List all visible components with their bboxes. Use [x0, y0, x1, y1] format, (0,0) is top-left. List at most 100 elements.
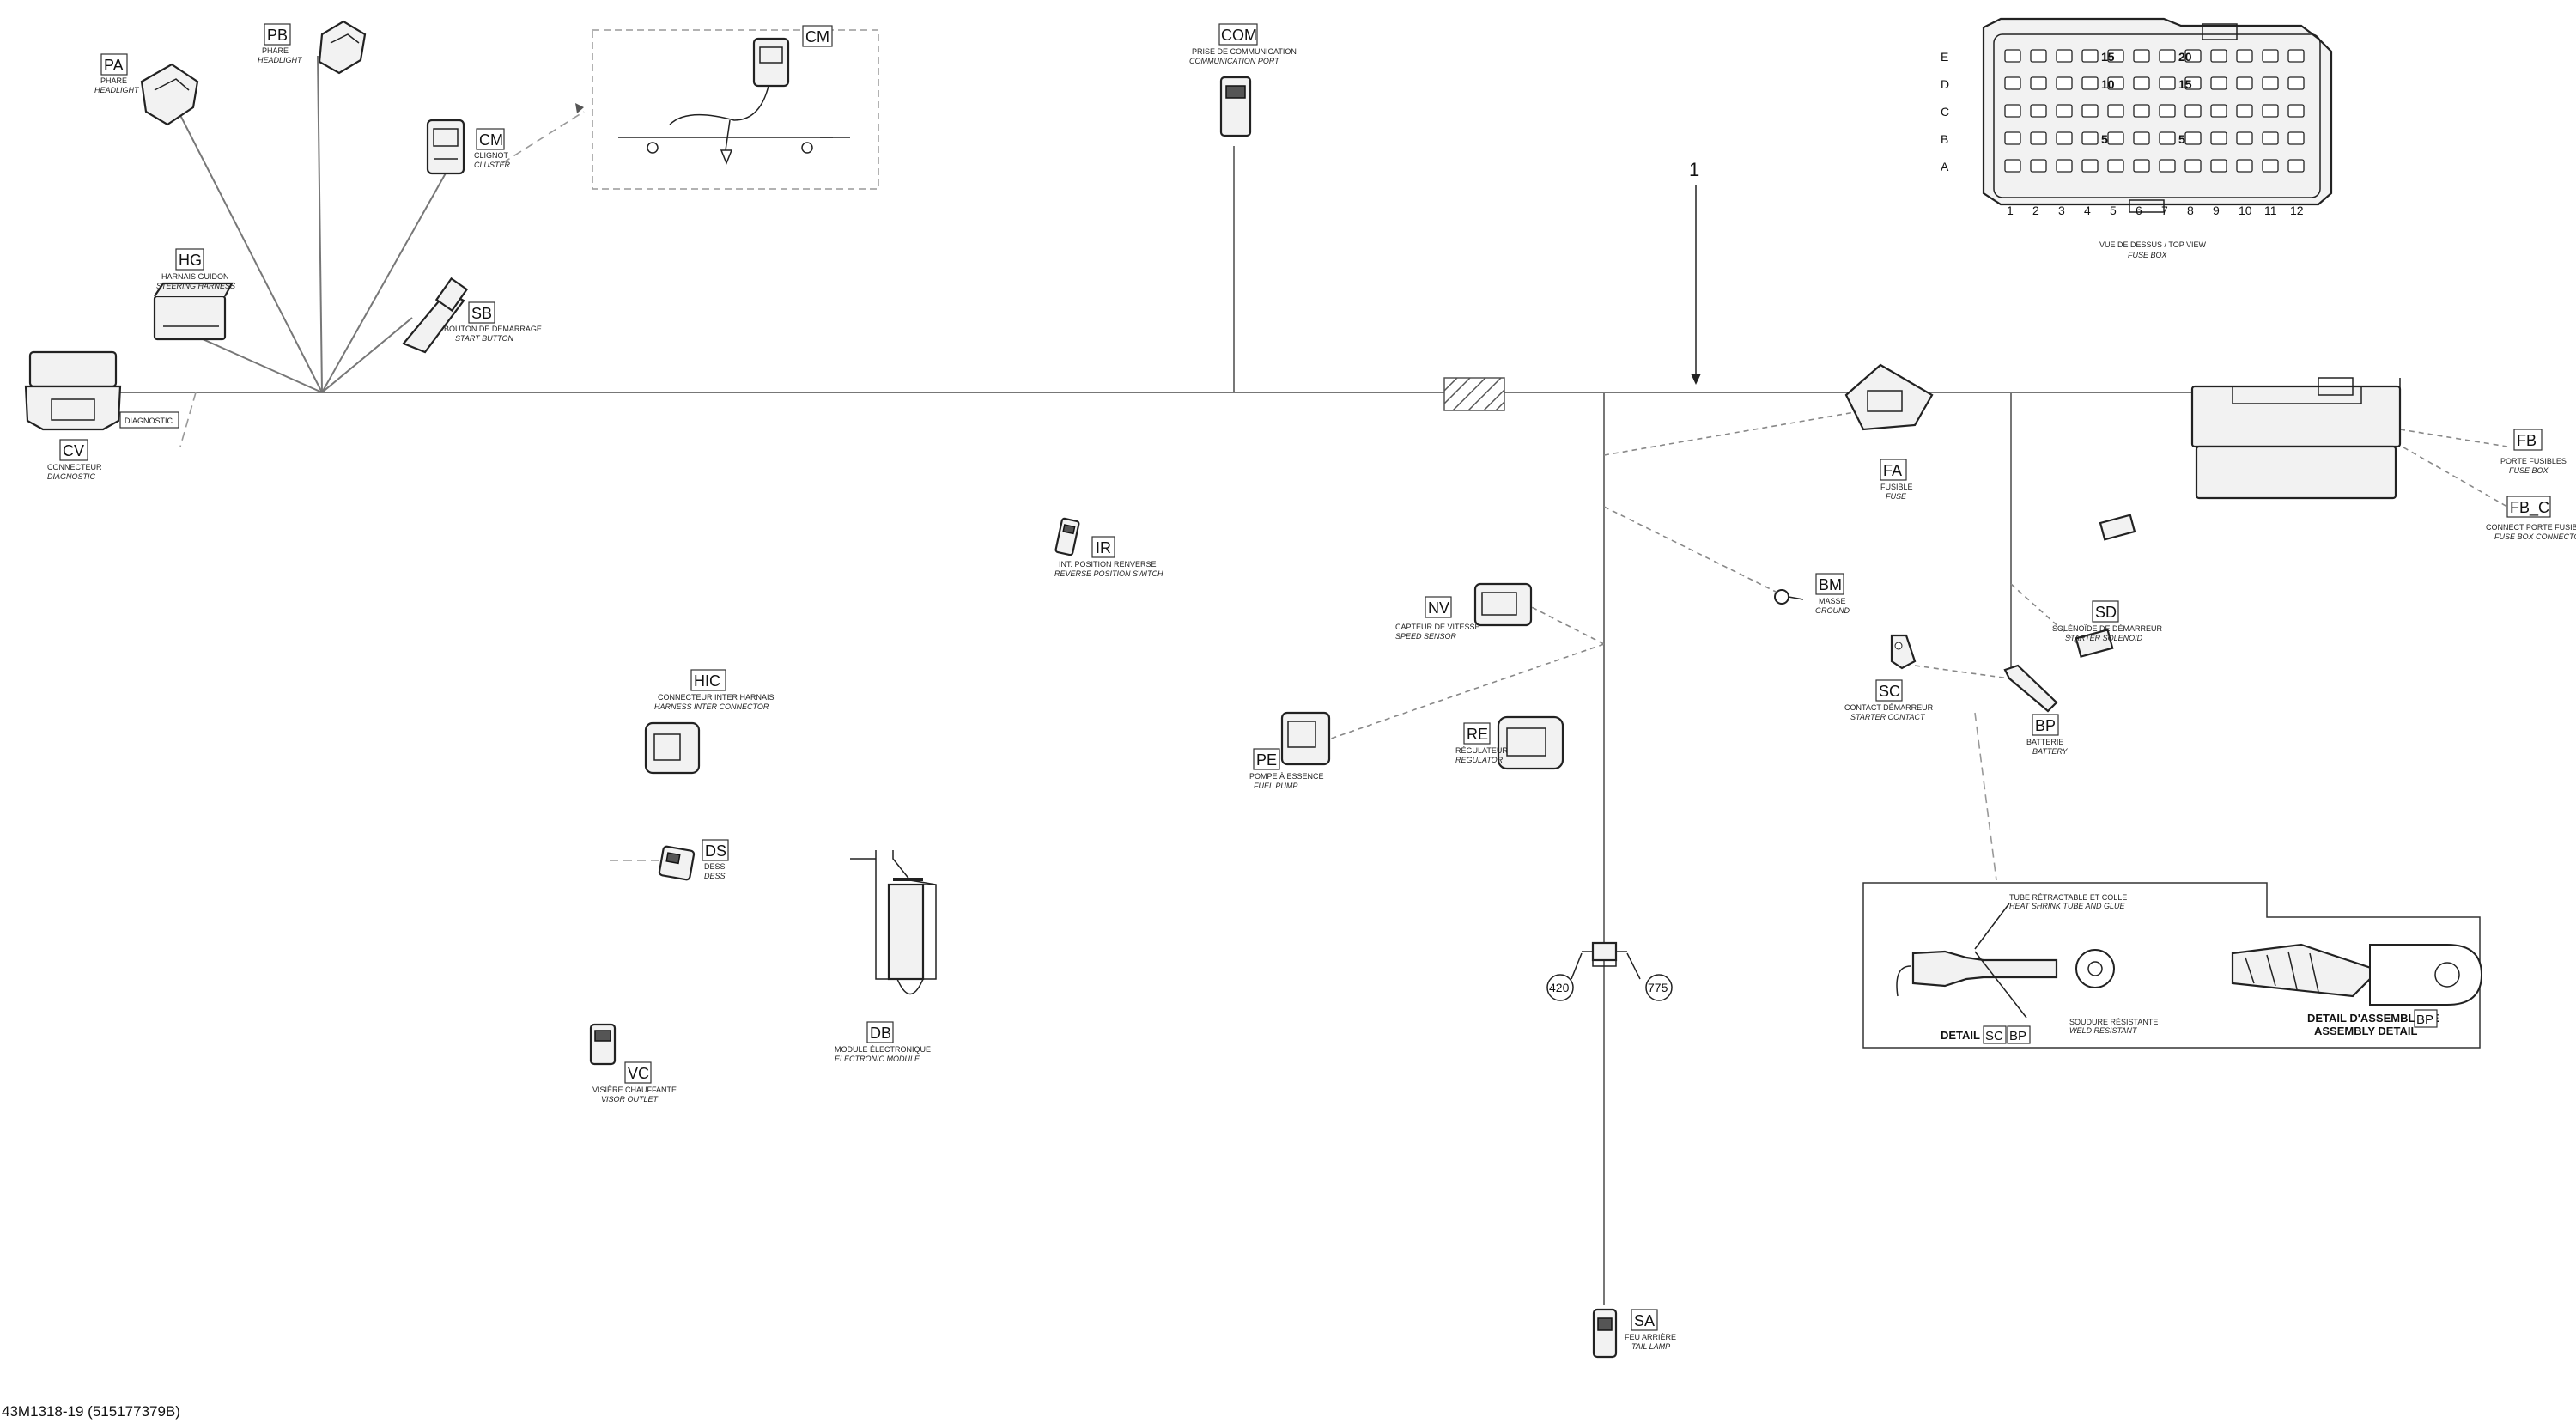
code-vc: VC: [628, 1065, 649, 1082]
fuse-slot: [2056, 159, 2073, 173]
connector-ds: DS DESS DESS: [658, 839, 729, 881]
fuse-slot: [2081, 49, 2099, 63]
en-bp: BATTERY: [2032, 747, 2069, 756]
en-ir: REVERSE POSITION SWITCH: [1054, 569, 1163, 578]
fuse-slot: [2081, 131, 2099, 145]
connector-re: RE RÉGULATEUR REGULATOR: [1455, 715, 1564, 770]
fuse-slot: [2287, 131, 2305, 145]
fr-pa: PHARE: [100, 76, 127, 85]
cm-detail-box: CM: [575, 25, 879, 190]
harness-wires: [26, 55, 2508, 1305]
code-db: DB: [870, 1025, 891, 1042]
fuse-slot: [2107, 76, 2124, 90]
fuse-rating-label: 5: [2178, 132, 2185, 146]
fuse-slot: [2056, 104, 2073, 118]
detail-box: DETAIL SC BP TUBE RÉTRACTABLE ET COLLE H…: [1862, 882, 2483, 1049]
fuse-slot: [2184, 76, 2202, 90]
fuse-slot: [2081, 104, 2099, 118]
fuse-slot: [2081, 159, 2099, 173]
fuse-slot: [2030, 159, 2047, 173]
note-top-en: HEAT SHRINK TUBE AND GLUE: [2009, 902, 2126, 910]
connector-com: COM PRISE DE COMMUNICATION COMMUNICATION…: [1189, 23, 1297, 137]
fr-bp: BATTERIE: [2026, 738, 2063, 746]
fuse-slot: [2159, 104, 2176, 118]
fr-fa: FUSIBLE: [1880, 483, 1913, 491]
fuse-slot: [2133, 76, 2150, 90]
fuse-slot: [2210, 131, 2227, 145]
en-sd: STARTER SOLENOID: [2065, 634, 2143, 642]
fuse-slot: [2262, 104, 2279, 118]
fuse-col-number: 7: [2161, 204, 2168, 217]
fuse-col-number: 4: [2084, 204, 2091, 217]
fusebox-sub-label: FUSE BOX: [2128, 251, 2168, 259]
reference-number: 43M1318-19 (515177379B): [2, 1403, 180, 1420]
code-cm-detail: CM: [805, 28, 829, 46]
fuse-slot: [2159, 49, 2176, 63]
fr-pe: POMPE À ESSENCE: [1249, 772, 1324, 781]
connector-pa: PA PHARE HEADLIGHT: [94, 53, 199, 126]
fr-hg: HARNAIS GUIDON: [161, 272, 229, 281]
connector-sc: SC CONTACT DÉMARREUR STARTER CONTACT: [1844, 634, 1934, 721]
fuse-row-letter: B: [1941, 132, 1948, 146]
code-fb: FB: [2517, 432, 2537, 449]
sa-value-1: 420: [1549, 981, 1570, 994]
fuse-slot: [2133, 49, 2150, 63]
fuse-col-number: 11: [2264, 204, 2277, 217]
connector-ir: IR INT. POSITION RENVERSE REVERSE POSITI…: [1054, 517, 1163, 578]
connector-bm: BM MASSE GROUND: [1774, 573, 1850, 615]
en-hic: HARNESS INTER CONNECTOR: [654, 702, 769, 711]
hatched-splice: [1443, 377, 1505, 411]
code-sd: SD: [2095, 604, 2117, 621]
detail-code-bp: BP: [2009, 1029, 2026, 1043]
en-ds: DESS: [704, 872, 726, 880]
fuse-row-letter: A: [1941, 160, 1949, 173]
fuse-col-number: 9: [2213, 204, 2220, 217]
sa-value-2: 775: [1648, 981, 1668, 994]
fuse-col-number: 1: [2007, 204, 2014, 217]
fr-bm: MASSE: [1819, 597, 1846, 605]
connector-sa: 420 775 SA FEU ARRIÈRE TAIL LAMP: [1546, 941, 1676, 1359]
en-fb-c: FUSE BOX CONNECTOR: [2494, 532, 2576, 541]
detail-code-sc: SC: [1985, 1029, 2003, 1043]
fuse-rating-label: 15: [2101, 50, 2115, 64]
fuse-slot: [2056, 131, 2073, 145]
connector-hic: HIC CONNECTEUR INTER HARNAIS HARNESS INT…: [644, 669, 775, 775]
fuse-slot: [2210, 49, 2227, 63]
en-db: ELECTRONIC MODULE: [835, 1055, 920, 1063]
en-re: REGULATOR: [1455, 756, 1504, 764]
fuse-row-letter: D: [1941, 77, 1949, 91]
connector-db: DB MODULE ÉLECTRONIQUE ELECTRONIC MODULE: [835, 850, 937, 1063]
fuse-slot: [2107, 49, 2124, 63]
en-vc: VISOR OUTLET: [601, 1095, 659, 1104]
note-top-fr: TUBE RÉTRACTABLE ET COLLE: [2009, 893, 2127, 902]
en-bm: GROUND: [1815, 606, 1850, 615]
code-hg: HG: [179, 252, 202, 269]
connector-vc: VC VISIÈRE CHAUFFANTE VISOR OUTLET: [589, 1023, 677, 1104]
code-hic: HIC: [694, 672, 720, 690]
en-pb: HEADLIGHT: [258, 56, 303, 64]
fuse-slot: [2159, 159, 2176, 173]
fr-ds: DESS: [704, 862, 726, 871]
fuse-slot: [2030, 131, 2047, 145]
en-com: COMMUNICATION PORT: [1189, 57, 1280, 65]
fr-cv: CONNECTEUR: [47, 463, 102, 471]
fuse-col-number: 3: [2058, 204, 2065, 217]
code-pb: PB: [267, 27, 288, 44]
connector-bp: BP BATTERIE BATTERY: [2003, 664, 2069, 756]
fuse-slot: [2107, 104, 2124, 118]
fuse-slot: [2107, 131, 2124, 145]
fuse-slot: [2262, 76, 2279, 90]
en-sb: START BUTTON: [455, 334, 514, 343]
callout-arrow: 1: [1689, 159, 1701, 385]
fuse-slot: [2236, 104, 2253, 118]
code-pe: PE: [1256, 751, 1277, 769]
fr-fb: PORTE FUSIBLES: [2500, 457, 2567, 465]
connector-fb: FB PORTE FUSIBLES FUSE BOX FB_C CONNECT …: [2190, 377, 2576, 541]
fuse-slot: [2030, 49, 2047, 63]
code-nv: NV: [1428, 599, 1449, 617]
fuse-row-letter: C: [1941, 105, 1949, 119]
connector-cv: CV CONNECTEUR DIAGNOSTIC DIAGNOSTIC: [24, 350, 179, 481]
code-pa: PA: [104, 57, 124, 74]
en-hg: STEERING HARNESS: [156, 282, 235, 290]
